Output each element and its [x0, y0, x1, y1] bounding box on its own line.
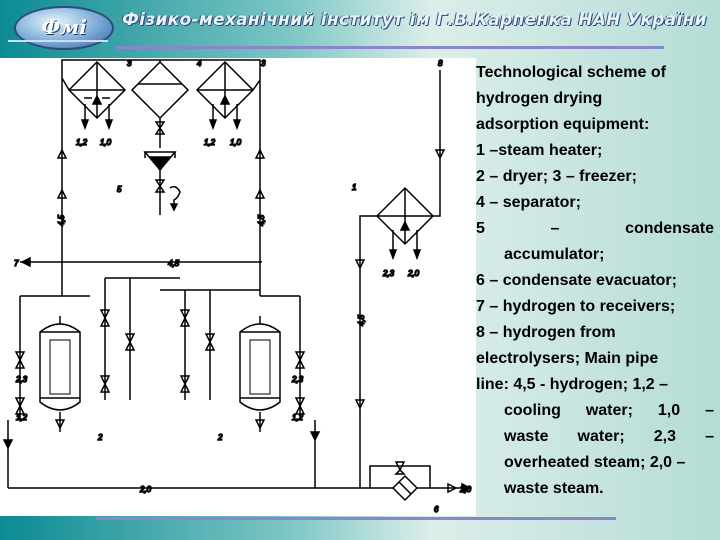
flow-4-5-left: 4,5	[57, 214, 66, 226]
desc-line: 7 – hydrogen to receivers;	[476, 298, 676, 315]
header-divider	[116, 46, 664, 49]
label-3-right: 3	[261, 59, 266, 68]
header-accent-line	[8, 40, 108, 42]
desc-line: 6 – condensate evacuator;	[476, 272, 677, 289]
desc-line: accumulator;	[504, 246, 605, 263]
label-1: 1	[352, 183, 356, 192]
institute-title: Фізико-механічний інститут ім Г.В.Карпен…	[122, 10, 707, 30]
desc-line: 8 – hydrogen from	[476, 324, 616, 341]
steam-heater	[375, 186, 435, 246]
desc-word: –	[705, 402, 714, 419]
desc-line: adsorption equipment:	[476, 116, 650, 133]
desc-word: condensate	[625, 220, 714, 237]
scheme-panel: 3 4 3 8 1,2 1,0 1,2 1,0 5 1 4,5 4,5 7 4,…	[0, 58, 476, 516]
flow-2-0-bottom: 2,0	[139, 485, 152, 494]
desc-word: cooling	[504, 402, 561, 419]
scheme-description: Technological scheme of hydrogen drying …	[476, 60, 714, 520]
desc-line: line: 4,5 - hydrogen; 1,2 –	[476, 376, 669, 393]
label-4: 4	[197, 59, 202, 68]
dryer-left	[39, 316, 81, 432]
flow-1-0-left: 1,0	[100, 138, 112, 147]
condensate-evacuator	[391, 474, 419, 502]
desc-line: waste water; 2,3 –	[476, 424, 714, 450]
desc-word: –	[705, 428, 714, 445]
desc-line: overheated steam; 2,0 –	[504, 454, 686, 471]
desc-word: 5	[476, 220, 485, 237]
desc-line: 4 – separator;	[476, 194, 581, 211]
flow-2-0-exit: 2,0	[459, 485, 472, 494]
label-6: 6	[434, 505, 439, 514]
label-3-left: 3	[127, 59, 132, 68]
header: Фмі Фізико-механічний інститут ім Г.В.Ка…	[0, 0, 720, 60]
desc-line: waste steam.	[504, 480, 604, 497]
flow-4-5-riser: 4,5	[357, 314, 366, 326]
flow-2-3-right: 2,3	[291, 375, 304, 384]
desc-word: 2,3	[653, 428, 676, 445]
label-2-left: 2	[97, 433, 103, 442]
desc-word: water;	[585, 402, 633, 419]
desc-line: Technological scheme of	[476, 64, 666, 81]
condensate-accumulator	[143, 151, 177, 172]
flow-2-3-left: 2,3	[15, 375, 28, 384]
flow-4-5-center: 4,5	[168, 259, 180, 268]
flow-2-3-heater: 2,3	[382, 269, 395, 278]
label-8: 8	[438, 59, 443, 68]
institute-logo: Фмі	[14, 6, 114, 50]
flow-1-2-dryer-right: 1,2	[292, 413, 304, 422]
separator	[130, 60, 190, 120]
label-2-right: 2	[217, 433, 223, 442]
desc-line: 2 – dryer; 3 – freezer;	[476, 168, 637, 185]
desc-word: –	[550, 220, 560, 237]
flow-1-2-right: 1,2	[204, 138, 216, 147]
desc-line: cooling water; 1,0 –	[476, 398, 714, 424]
desc-word: 1,0	[657, 402, 681, 419]
footer-divider	[96, 517, 616, 520]
desc-word: water;	[577, 428, 625, 445]
label-5: 5	[117, 185, 122, 194]
flow-1-2-left: 1,2	[76, 138, 88, 147]
logo-text: Фмі	[41, 15, 87, 39]
flow-4-5-right: 4,5	[257, 214, 266, 226]
desc-line: 5 – condensate	[476, 216, 714, 242]
process-scheme: 3 4 3 8 1,2 1,0 1,2 1,0 5 1 4,5 4,5 7 4,…	[2, 58, 472, 515]
flow-1-2-dryer-left: 1,2	[16, 413, 28, 422]
flow-2-0-heater: 2,0	[407, 269, 420, 278]
dryer-right	[239, 316, 281, 432]
label-7: 7	[14, 259, 19, 268]
desc-word: waste	[504, 428, 549, 445]
freezer-left	[67, 60, 127, 120]
desc-line: hydrogen drying	[476, 90, 603, 107]
freezer-right	[195, 60, 255, 120]
desc-line: electrolysers; Main pipe	[476, 350, 659, 367]
flow-1-0-right: 1,0	[230, 138, 242, 147]
desc-line: 1 –steam heater;	[476, 142, 603, 159]
